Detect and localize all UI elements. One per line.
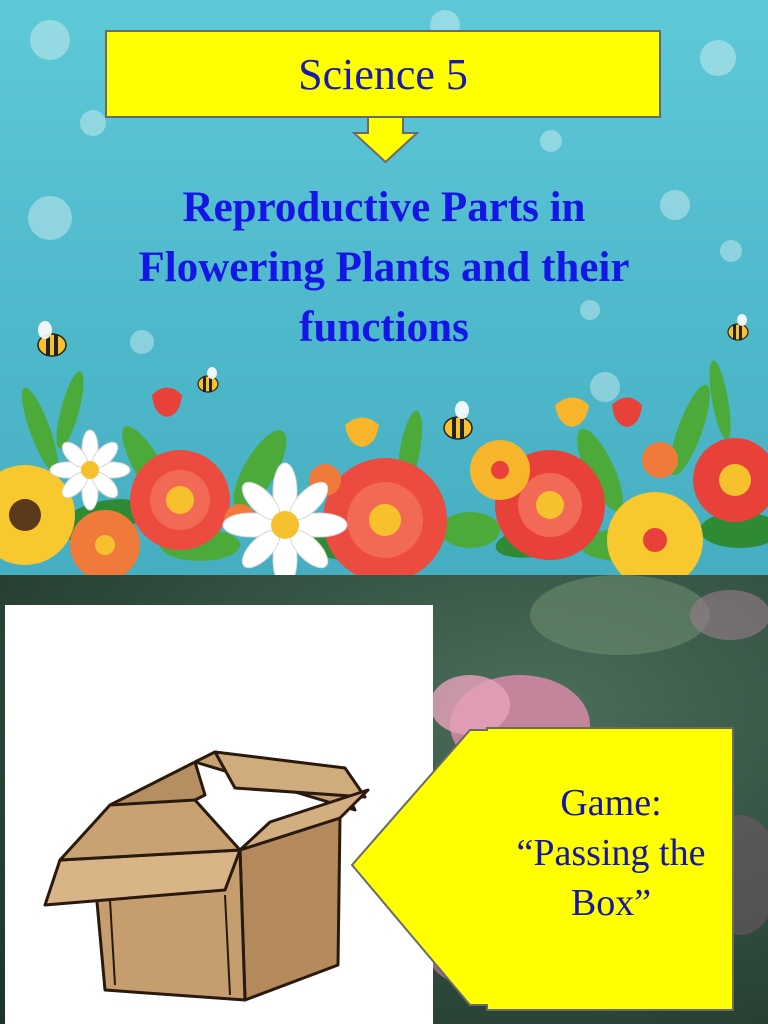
game-line: “Passing the [516,832,706,874]
heading-line: Flowering Plants and their [138,244,630,291]
bokeh-dot [580,300,600,320]
bee-icon [443,401,473,440]
bokeh-dot [540,130,562,152]
lesson-heading: Reproductive Parts in Flowering Plants a… [60,178,708,358]
title-callout: Science 5 [105,30,661,118]
bokeh-dot [720,240,742,262]
bokeh-dot [130,330,154,354]
bokeh-dot [660,190,690,220]
box-image-panel [5,605,433,1024]
slide-title: Science 5 [298,49,468,99]
bokeh-dot [590,372,620,402]
bee-icon [37,321,67,357]
game-line: Game: [560,782,662,824]
bee-icon [197,367,219,393]
flower-garden-illustration [0,314,768,575]
heading-line: Reproductive Parts in [182,184,586,231]
heading-line: functions [299,304,469,351]
bokeh-dot [700,40,736,76]
title-slide: Science 5 Reproductive Parts in Flowerin… [0,0,768,575]
game-title: Game: “Passing the Box” [490,778,732,928]
bee-icon [727,314,749,341]
bokeh-dot [30,20,70,60]
game-line: Box” [570,882,652,924]
down-arrow-callout [351,116,420,164]
bokeh-dot [28,196,72,240]
bokeh-dot [80,110,106,136]
